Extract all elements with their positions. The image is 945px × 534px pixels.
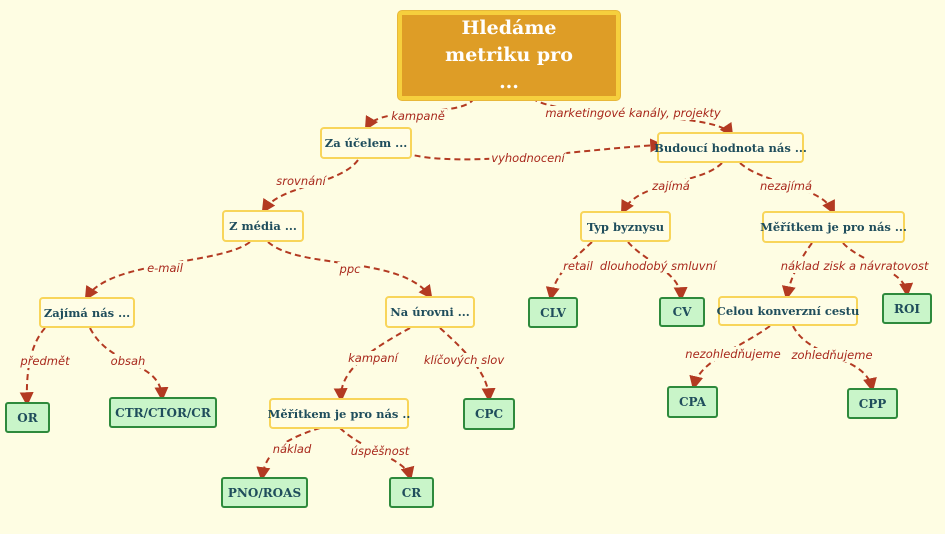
leaf-or[interactable]: OR: [5, 402, 50, 433]
leaf-cpa[interactable]: CPA: [667, 386, 718, 418]
leaf-pno-roas[interactable]: PNO/ROAS: [221, 477, 308, 508]
leaf-roi[interactable]: ROI: [882, 293, 932, 324]
leaf-ctr-ctor-cr[interactable]: CTR/CTOR/CR: [109, 397, 217, 428]
node-meritkem-1[interactable]: Měřítkem je pro nás ...: [760, 211, 907, 243]
edge-label-obsah: obsah: [108, 354, 148, 368]
edge-label-kampane: kampaně: [389, 109, 447, 123]
node-zajima-nas[interactable]: Zajímá nás ...: [39, 297, 135, 328]
edge-label-email: e-mail: [145, 261, 185, 275]
edge-z-media-zajima: [84, 241, 251, 301]
node-budouci-hodnota[interactable]: Budoucí hodnota nás ...: [654, 132, 807, 163]
leaf-cv[interactable]: CV: [659, 297, 705, 327]
node-meritkem-2[interactable]: Měřítkem je pro nás ..: [268, 398, 410, 429]
edge-label-dlouhodoby: dlouhodobý smluvní: [597, 259, 719, 273]
edge-label-zisk: zisk a návratovost: [821, 259, 931, 273]
leaf-cr[interactable]: CR: [389, 477, 434, 508]
edge-root-budouci: [531, 97, 734, 138]
leaf-clv[interactable]: CLV: [528, 297, 578, 328]
edge-label-naklad-2: náklad: [270, 442, 314, 456]
edge-label-nezohlednujeme: nezohledňujeme: [683, 347, 783, 361]
edge-budouci-meritkem1: [739, 162, 835, 215]
edge-label-kanaly: marketingové kanály, projekty: [543, 106, 723, 120]
edge-label-naklad-1: náklad: [778, 259, 822, 273]
edge-label-nezajima: nezajímá: [757, 179, 815, 193]
edge-typ-clv: [545, 241, 593, 302]
edge-label-srovnani: srovnání: [274, 174, 328, 188]
edge-label-uspesnost: úspěšnost: [348, 444, 412, 458]
node-na-urovni[interactable]: Na úrovni ...: [385, 296, 475, 328]
edge-label-ppc: ppc: [337, 262, 363, 276]
edge-label-kampani: kampaní: [346, 351, 400, 365]
node-typ-byznysu[interactable]: Typ byznysu: [580, 211, 671, 242]
leaf-cpc[interactable]: CPC: [463, 398, 515, 430]
root-node[interactable]: Hledáme metriku pro ...: [398, 11, 620, 100]
edge-label-zohlednujeme: zohledňujeme: [789, 348, 875, 362]
leaf-cpp[interactable]: CPP: [847, 388, 898, 419]
edge-label-predmet: předmět: [18, 354, 72, 368]
edge-label-zajima: zajímá: [650, 179, 692, 193]
edge-label-vyhodnoceni: vyhodnocení: [489, 151, 567, 165]
edge-label-klicovych: klíčových slov: [421, 353, 507, 367]
edge-zajima-ctr: [89, 327, 169, 402]
node-celou-cestu[interactable]: Celou konverzní cestu: [717, 296, 859, 326]
edge-na-urovni-meritkem2: [333, 327, 411, 403]
edge-meritkem2-pno: [256, 427, 321, 482]
node-z-media[interactable]: Z média ...: [222, 210, 304, 242]
edge-label-retail: retail: [561, 259, 595, 273]
node-za-ucelem[interactable]: Za účelem ...: [320, 127, 412, 159]
